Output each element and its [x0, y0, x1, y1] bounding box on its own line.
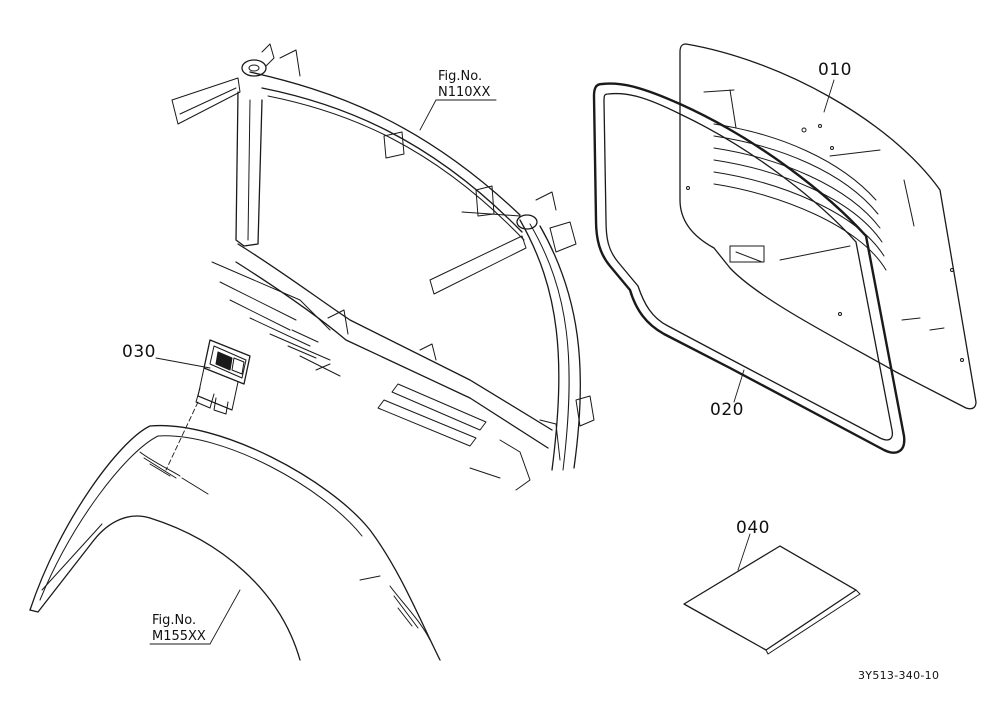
weatherstrip-020: [594, 84, 904, 453]
frame-fig-label: Fig.No.: [438, 69, 483, 84]
callout-010: 010: [818, 60, 852, 80]
fender-fig-number: M155XX: [152, 629, 206, 644]
frame-fig-number: N110XX: [438, 85, 491, 100]
callout-030: 030: [122, 342, 156, 362]
switch-030: [196, 340, 250, 414]
callout-020: 020: [710, 400, 744, 420]
callout-040: 040: [736, 518, 770, 538]
fender: [30, 426, 440, 660]
document-040: [684, 546, 860, 654]
leader-lines: [150, 80, 834, 644]
cab-frame: [172, 44, 594, 490]
fender-fig-label: Fig.No.: [152, 613, 197, 628]
drawing-code: 3Y513-340-10: [858, 669, 940, 682]
